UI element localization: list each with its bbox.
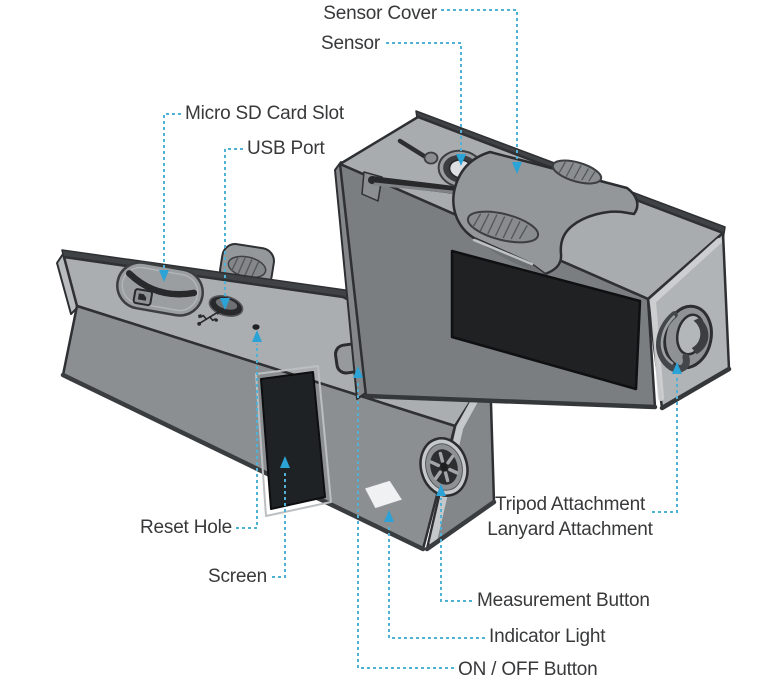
label-tripod-attachment: Tripod Attachment (494, 494, 646, 515)
arrow-tripod (672, 362, 682, 374)
label-on-off-button: ON / OFF Button (458, 659, 598, 680)
connector-screen (272, 470, 286, 578)
connector-onoff (357, 380, 454, 669)
indicator-light-strip (363, 479, 404, 510)
label-usb-port: USB Port (247, 138, 325, 159)
device-back-view (334, 110, 732, 411)
label-micro-sd-card-slot: Micro SD Card Slot (185, 103, 344, 124)
arrow-micro-sd (159, 270, 169, 282)
connector-reset (236, 344, 258, 529)
label-indicator-light: Indicator Light (489, 626, 606, 647)
connector-indicator (388, 524, 485, 639)
connector-tripod (652, 376, 678, 513)
measurement-button-part (419, 437, 469, 497)
connector-sensor-cover (441, 9, 518, 159)
arrow-onoff (353, 366, 363, 378)
label-sensor: Sensor (320, 33, 380, 54)
arrow-sensor-cover (512, 162, 522, 174)
arrow-measurement (436, 484, 446, 496)
arrow-indicator (384, 510, 394, 522)
arrow-usb (220, 298, 230, 310)
arrow-screen (280, 456, 290, 468)
connector-usb (224, 148, 243, 296)
tripod-lanyard-ring (656, 304, 713, 373)
label-sensor-cover: Sensor Cover (323, 3, 437, 24)
connector-micro-sd (163, 113, 181, 268)
device-front-view (56, 243, 497, 552)
label-tripod-lanyard-attachment: Tripod Attachment Lanyard Attachment (482, 492, 658, 542)
screen-panel (260, 371, 326, 510)
connector-sensor (386, 42, 462, 151)
label-measurement-button: Measurement Button (477, 590, 650, 611)
connector-measurement (440, 498, 472, 602)
arrow-reset (252, 330, 262, 342)
arrow-sensor (456, 154, 466, 166)
label-screen: Screen (207, 566, 267, 587)
sensor-cover-part (452, 150, 639, 276)
reset-hole (252, 324, 260, 330)
usb-icon (197, 310, 222, 326)
optics-window (450, 249, 642, 391)
sd-card-slot (116, 261, 204, 317)
label-lanyard-attachment: Lanyard Attachment (487, 519, 653, 540)
label-reset-hole: Reset Hole (140, 517, 232, 538)
